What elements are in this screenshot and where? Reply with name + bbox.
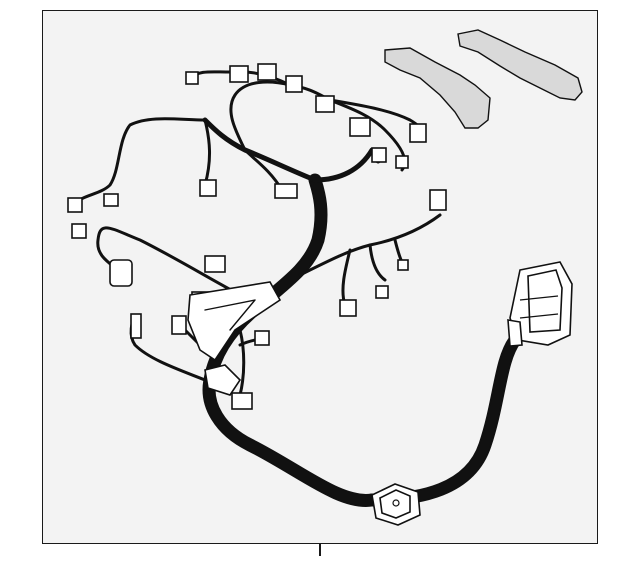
connector-center-left [199, 179, 217, 197]
small-connectors [67, 63, 447, 410]
connector-left-2 [71, 223, 87, 239]
connector-top-4 [315, 95, 335, 113]
large-block-connector [507, 261, 573, 347]
connector-top-2 [257, 63, 277, 81]
connector-right-lower-1 [339, 299, 357, 317]
connector-left-lower [130, 313, 142, 339]
bottom-connector-loop [365, 333, 522, 507]
connector-mid [254, 330, 270, 346]
connector-left-3 [103, 193, 119, 207]
center-bracket [187, 281, 282, 396]
connector-lower-mid [231, 392, 253, 410]
connector-top-3 [285, 75, 303, 93]
connector-top-7 [371, 147, 387, 163]
connector-top-8 [395, 155, 409, 169]
connector-top-1 [229, 65, 249, 83]
top-right-brackets [384, 29, 583, 129]
connector-top-6 [409, 123, 427, 143]
connector-right-lower-2 [375, 285, 389, 299]
connector-mid-left [171, 315, 187, 335]
connector-mid-upper [204, 255, 226, 273]
connector-left-round [109, 259, 133, 287]
callout-leader-line [319, 544, 321, 556]
connector-right-upper [429, 189, 447, 211]
connector-top-left [185, 71, 199, 85]
connector-left-1 [67, 197, 83, 213]
left-branches [73, 117, 264, 397]
connector-top-5 [349, 117, 371, 137]
top-branches [188, 70, 422, 192]
bottom-block-connector [371, 483, 421, 526]
connector-right-lower-3 [397, 259, 409, 271]
connector-center [274, 183, 298, 199]
